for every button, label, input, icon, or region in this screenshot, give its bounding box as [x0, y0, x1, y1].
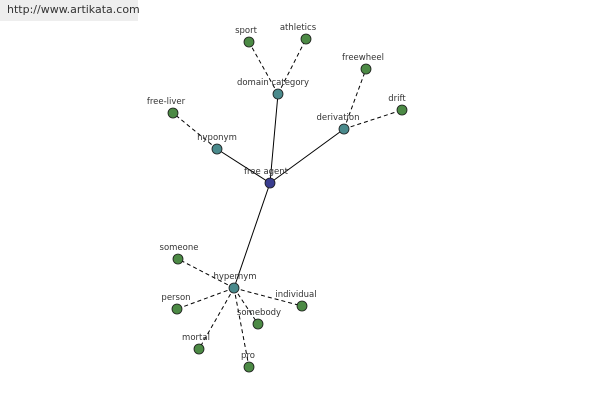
label-layer: sport athletics domain category freewheel dr… [147, 23, 407, 361]
term-node-individual[interactable] [296, 300, 308, 312]
relation-label-hyponym: hyponym [197, 133, 237, 143]
edge-hypernym-somebody [233, 287, 259, 325]
edge-hypernym-someone [177, 258, 235, 289]
term-label-sport: sport [235, 26, 258, 36]
term-node-mortal[interactable] [193, 343, 205, 355]
edge-domain-category-athletics [277, 38, 307, 95]
relation-node-hyponym[interactable] [211, 143, 223, 155]
edge-derivation-freewheel [343, 68, 367, 130]
term-node-person[interactable] [171, 303, 183, 315]
center-node[interactable] [264, 177, 276, 189]
relation-node-hypernym[interactable] [228, 282, 240, 294]
term-label-mortal: mortal [182, 333, 210, 343]
edge-hypernym-individual [233, 287, 303, 307]
term-node-pro[interactable] [243, 361, 255, 373]
edge-derivation-drift [343, 109, 403, 130]
term-label-individual: individual [275, 290, 316, 300]
term-label-person: person [161, 293, 190, 303]
center-label: free agent [244, 167, 289, 177]
relation-label-derivation: derivation [316, 113, 359, 123]
term-label-pro: pro [241, 351, 255, 361]
edge-center-domain-category [269, 93, 279, 184]
term-node-drift[interactable] [396, 104, 408, 116]
edge-hypernym-mortal [198, 287, 235, 350]
relation-node-derivation[interactable] [338, 123, 350, 135]
term-node-freewheel[interactable] [360, 63, 372, 75]
edge-center-derivation [269, 128, 345, 184]
edge-hyponym-free-liver [172, 112, 218, 150]
term-label-free-liver: free-liver [147, 97, 186, 107]
edge-hypernym-person [176, 287, 235, 310]
term-label-someone: someone [160, 243, 199, 253]
relation-node-domain-category[interactable] [272, 88, 284, 100]
node-layer [167, 33, 408, 373]
term-label-athletics: athletics [280, 23, 317, 33]
source-url-label: http://www.artikata.com [0, 0, 140, 21]
relation-label-hypernym: hypernym [213, 272, 256, 282]
edge-layer [172, 38, 403, 368]
term-label-somebody: somebody [237, 308, 281, 318]
term-node-somebody[interactable] [252, 318, 264, 330]
term-node-athletics[interactable] [300, 33, 312, 45]
term-label-freewheel: freewheel [342, 53, 384, 63]
term-label-drift: drift [388, 94, 406, 104]
term-node-someone[interactable] [172, 253, 184, 265]
term-node-sport[interactable] [243, 36, 255, 48]
edge-domain-category-sport [248, 41, 279, 95]
term-node-free-liver[interactable] [167, 107, 179, 119]
edge-center-hyponym [216, 148, 271, 184]
relation-label-domain-category: domain category [237, 78, 309, 88]
edge-center-hypernym [233, 182, 271, 289]
